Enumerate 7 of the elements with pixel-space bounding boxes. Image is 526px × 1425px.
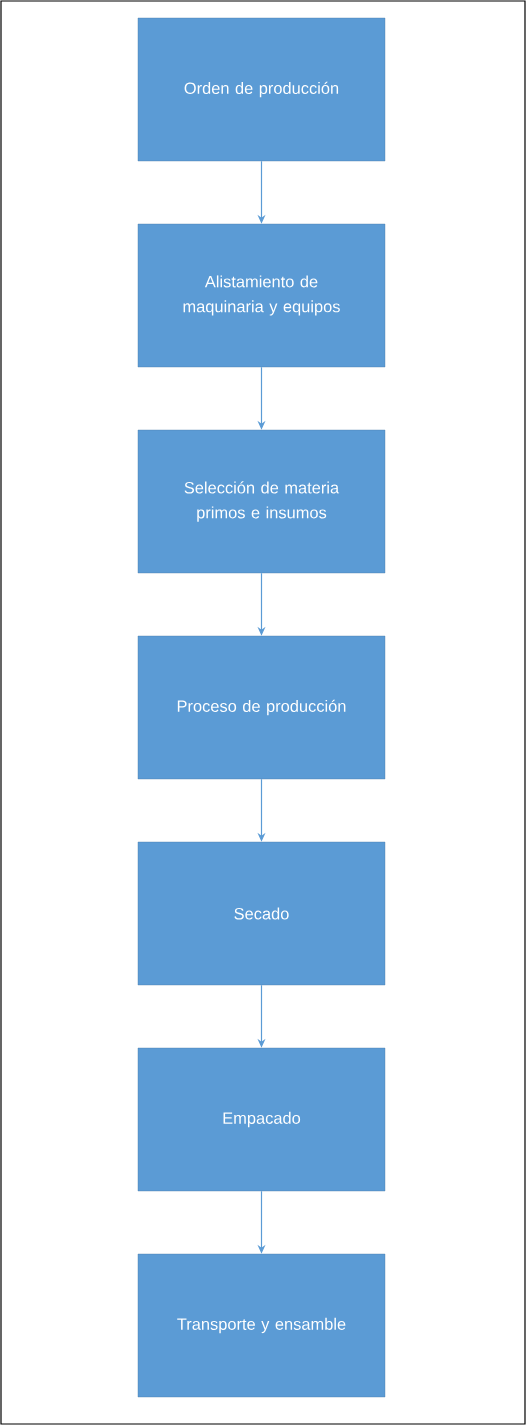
process-box: Selección de materia primos e insumos [137,429,386,574]
process-box: Orden de producción [137,17,386,162]
process-box: Secado [137,841,386,986]
process-box: Alistamiento de maquinaria y equipos [137,223,386,368]
process-box: Empacado [137,1047,386,1192]
process-box: Proceso de producción [137,635,386,780]
process-box: Transporte y ensamble [137,1253,386,1398]
